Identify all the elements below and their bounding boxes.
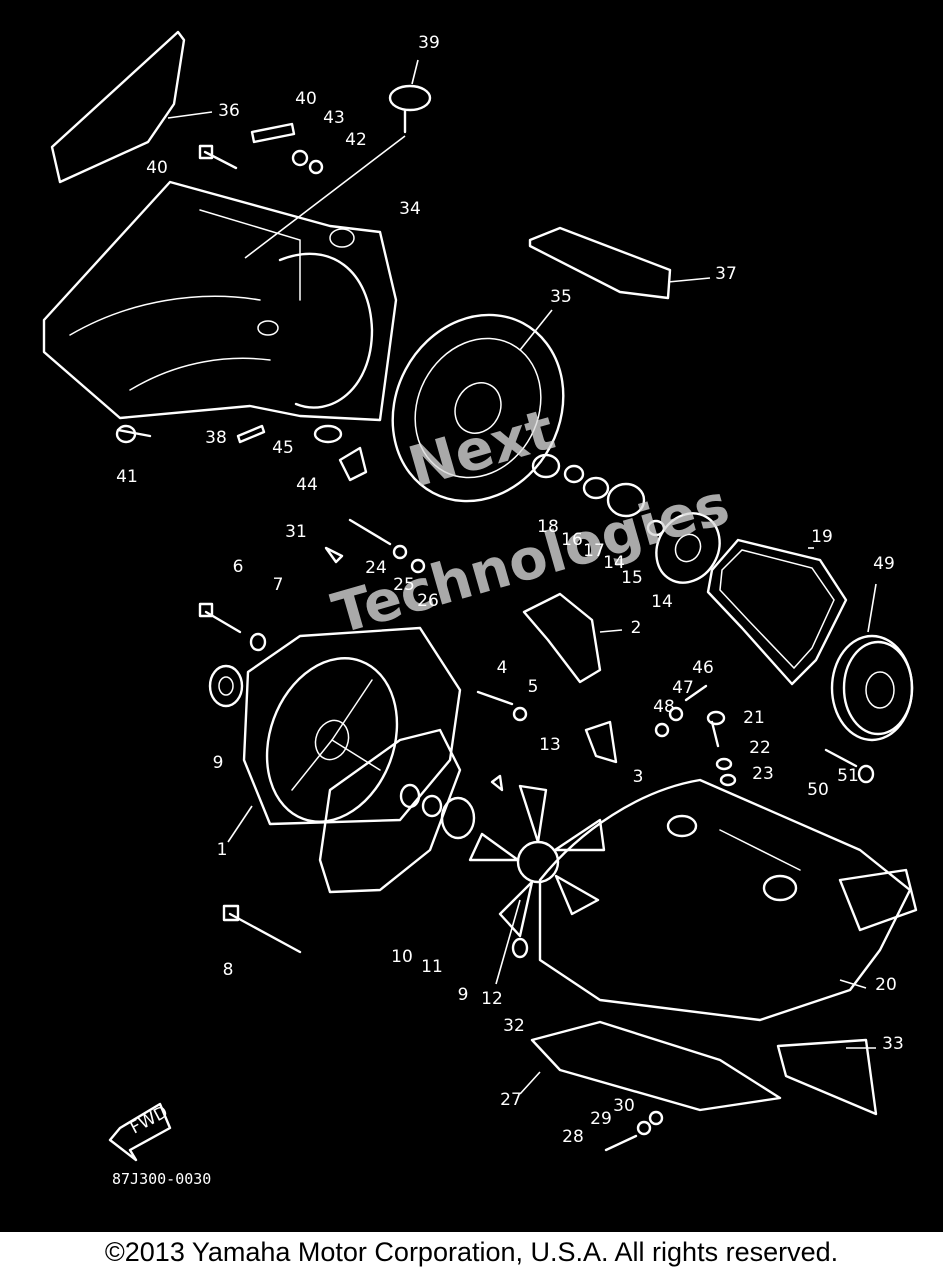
callout-16: 16 [561,530,583,550]
callout-33: 33 [882,1034,904,1054]
callout-49: 49 [873,554,895,574]
callout-42: 42 [345,130,367,150]
callout-15: 15 [621,568,643,588]
callout-17: 17 [583,541,605,561]
callout-51: 51 [837,766,859,786]
fwd-arrow-icon: FWD [108,1102,171,1162]
callout-41: 41 [116,467,138,487]
callout-28: 28 [562,1127,584,1147]
callout-8: 8 [223,960,234,980]
callout-1: 1 [217,840,228,860]
part-small-hardware [115,424,368,482]
callout-39: 39 [418,33,440,53]
callout-40: 40 [295,89,317,109]
part-impeller [468,784,606,985]
callout-29: 29 [590,1109,612,1129]
callout-45: 45 [272,438,294,458]
part-bolts-upper [198,122,324,175]
copyright-notice: ©2013 Yamaha Motor Corporation, U.S.A. A… [104,1237,839,1267]
callout-50: 50 [807,780,829,800]
callout-30: 30 [613,1096,635,1116]
exploded-view: FWD Next Technologies 87J300-0030 123456… [42,30,918,1188]
callout-46: 46 [692,658,714,678]
callout-11: 11 [421,957,443,977]
callout-48: 48 [653,697,675,717]
part-drive-belt [706,538,848,686]
callout-21: 21 [743,708,765,728]
part-intake-duct [42,180,398,422]
callout-4: 4 [497,658,508,678]
callout-20: 20 [875,975,897,995]
part-belt-cover [528,226,711,300]
callout-34: 34 [399,199,421,219]
callout-5: 5 [528,677,539,697]
part-fan-housing [227,626,462,843]
callout-14: 14 [651,592,673,612]
callout-2: 2 [631,618,642,638]
callout-32: 32 [503,1016,525,1036]
callout-36: 36 [218,101,240,121]
callout-10: 10 [391,947,413,967]
callout-14: 14 [603,553,625,573]
fwd-label: FWD [127,1102,171,1138]
part-pulley [830,583,914,742]
callout-7: 7 [273,575,284,595]
part-back-plate [318,728,476,894]
callout-9: 9 [458,985,469,1005]
callout-44: 44 [296,475,318,495]
callout-37: 37 [715,264,737,284]
callout-24: 24 [365,558,387,578]
callout-43: 43 [323,108,345,128]
callout-31: 31 [285,522,307,542]
watermark-line1: Next [402,397,562,500]
part-main-housing [538,778,918,1022]
callout-13: 13 [539,735,561,755]
part-bearing-stack [531,453,721,584]
callout-35: 35 [550,287,572,307]
part-flywheel-cover [391,309,565,503]
callout-18: 18 [537,517,559,537]
part-cover-plate [50,30,213,184]
callout-27: 27 [500,1090,522,1110]
part-lower-plate [519,1020,878,1116]
callout-6: 6 [233,557,244,577]
callout-25: 25 [393,575,415,595]
part-fitting [244,59,432,259]
part-guard [522,592,623,684]
diagram-code: 87J300-0030 [112,1170,211,1188]
part-seal-left [198,602,267,708]
callout-26: 26 [417,591,439,611]
callout-19: 19 [811,527,833,547]
callout-23: 23 [752,764,774,784]
part-misc-bolts [222,518,875,1152]
callout-12: 12 [481,989,503,1009]
callout-3: 3 [633,767,644,787]
callout-9: 9 [213,753,224,773]
callout-47: 47 [672,678,694,698]
callout-38: 38 [205,428,227,448]
callout-40: 40 [146,158,168,178]
callout-22: 22 [749,738,771,758]
